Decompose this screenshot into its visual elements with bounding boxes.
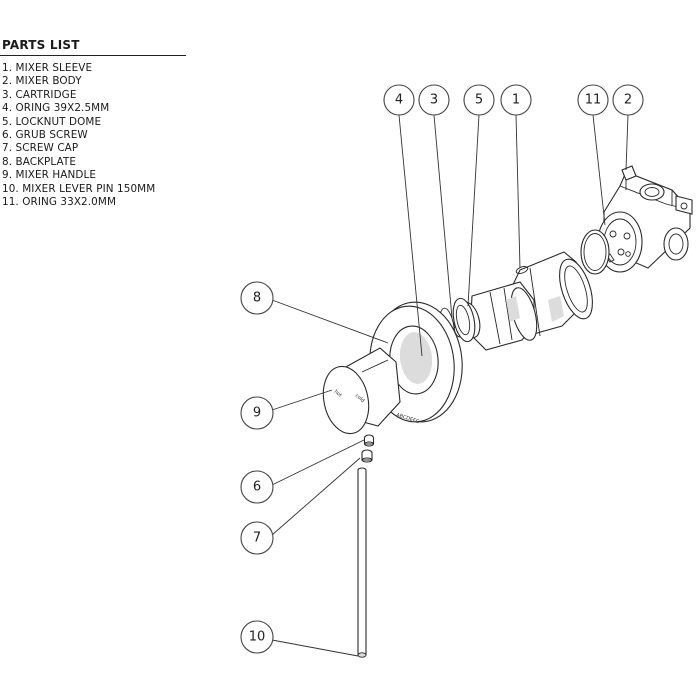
parts-list-item: 9. MIXER HANDLE: [2, 169, 97, 182]
leader-lines: [271, 114, 629, 657]
callout-4: 4: [383, 84, 415, 116]
callout-number: 11: [585, 93, 602, 108]
parts-list-item: 2. MIXER BODY: [2, 75, 82, 88]
callout-11: 11: [577, 84, 609, 116]
handle-hot-marking: hot: [333, 389, 343, 399]
callout-3: 3: [418, 84, 450, 116]
parts-list-items: 1. MIXER SLEEVE 2. MIXER BODY 3. CARTRID…: [0, 62, 186, 209]
parts-list-item: 7. SCREW CAP: [2, 142, 79, 155]
parts-list-item: 8. BACKPLATE: [2, 155, 77, 168]
callout-2: 2: [612, 84, 644, 116]
screw-cap-drawing: [361, 449, 373, 463]
callout-1: 1: [500, 84, 532, 116]
callout-number: 10: [249, 630, 266, 645]
callout-number: 2: [624, 93, 632, 108]
callout-10: 10: [240, 620, 274, 654]
parts-list-title: PARTS LIST: [0, 34, 186, 56]
parts-list-item: 5. LOCKNUT DOME: [2, 115, 102, 128]
callout-number: 7: [253, 531, 261, 546]
parts-list-item: 3. CARTRIDGE: [2, 88, 77, 101]
callout-number: 4: [395, 93, 403, 108]
mixer-body-drawing: [597, 165, 693, 273]
lever-pin-drawing: [357, 467, 367, 658]
parts-list-item: 6. GRUB SCREW: [2, 129, 88, 142]
parts-list-item: 10. MIXER LEVER PIN 150MM: [2, 182, 156, 195]
parts-list-item: 11. ORING 33X2.0MM: [2, 196, 117, 209]
callout-6: 6: [240, 470, 274, 504]
callout-number: 1: [512, 93, 520, 108]
callout-7: 7: [240, 521, 274, 555]
callout-number: 8: [253, 291, 261, 306]
callout-number: 3: [430, 93, 438, 108]
grub-screw-drawing: [363, 434, 375, 447]
callout-number: 5: [475, 93, 483, 108]
parts-list: PARTS LIST 1. MIXER SLEEVE 2. MIXER BODY…: [0, 34, 186, 209]
parts-list-item: 4. ORING 39X2.5MM: [2, 102, 110, 115]
callout-9: 9: [240, 396, 274, 430]
locknut-dome-drawing: [452, 297, 476, 343]
callout-5: 5: [463, 84, 495, 116]
callout-8: 8: [240, 281, 274, 315]
backplate-drawing: ABCDEFG: [369, 301, 463, 425]
handle-cold-marking: cold: [354, 393, 366, 404]
callout-number: 6: [253, 480, 261, 495]
mixer-handle-drawing: hot cold: [322, 347, 401, 435]
callout-number: 9: [253, 406, 261, 421]
oring-33-drawing: [580, 229, 610, 275]
parts-list-item: 1. MIXER SLEEVE: [2, 62, 93, 74]
